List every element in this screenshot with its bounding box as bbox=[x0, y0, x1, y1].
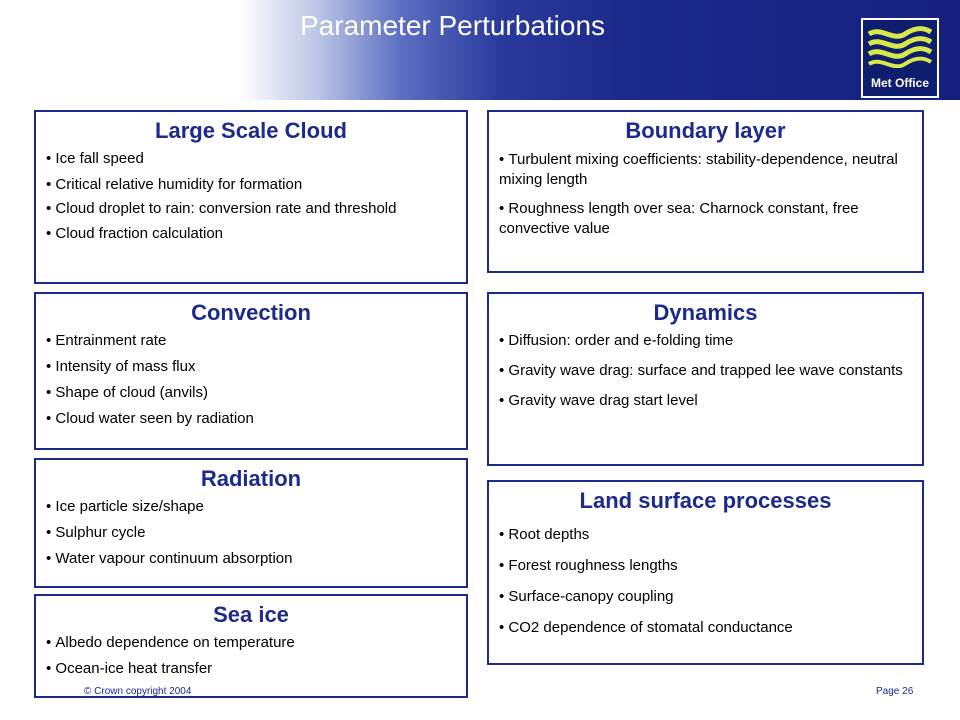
panel-heading: Radiation bbox=[200, 466, 302, 491]
met-office-logo: Met Office bbox=[861, 18, 939, 98]
list-item: Forest roughness lengths bbox=[499, 557, 912, 574]
list-item: CO2 dependence of stomatal conductance bbox=[499, 619, 912, 636]
list-item: Gravity wave drag start level bbox=[499, 392, 912, 409]
list-item: Entrainment rate bbox=[46, 332, 456, 349]
list-item: Turbulent mixing coefficients: stability… bbox=[499, 150, 912, 190]
page-number: Page 26 bbox=[876, 686, 914, 697]
logo-text: Met Office bbox=[870, 76, 929, 90]
list-item: Cloud fraction calculation bbox=[46, 225, 456, 242]
list-item: Root depths bbox=[499, 526, 912, 543]
list-item: Ice fall speed bbox=[46, 150, 456, 167]
list-item: Critical relative humidity for formation bbox=[46, 176, 456, 193]
list-item: Intensity of mass flux bbox=[46, 358, 456, 375]
list-item: Albedo dependence on temperature bbox=[46, 634, 456, 651]
list-item: Cloud droplet to rain: conversion rate a… bbox=[46, 201, 456, 216]
header-banner: Parameter Perturbations Met Office bbox=[0, 0, 960, 100]
panel-sea-ice: Sea ice Albedo dependence on temperature… bbox=[34, 594, 468, 698]
list-item: Water vapour continuum absorption bbox=[46, 550, 456, 567]
panel-radiation: Radiation Ice particle size/shape Sulphu… bbox=[34, 458, 468, 588]
panel-heading: Sea ice bbox=[213, 602, 289, 627]
list-item: Gravity wave drag: surface and trapped l… bbox=[499, 362, 912, 380]
list-item: Surface-canopy coupling bbox=[499, 588, 912, 605]
panel-boundary-layer: Boundary layer Turbulent mixing coeffici… bbox=[487, 110, 924, 273]
slide-title: Parameter Perturbations bbox=[300, 10, 606, 41]
list-item: Cloud water seen by radiation bbox=[46, 410, 456, 427]
list-item: Ice particle size/shape bbox=[46, 498, 456, 515]
panel-heading: Boundary layer bbox=[625, 118, 786, 143]
panel-heading: Large Scale Cloud bbox=[155, 118, 347, 143]
list-item: Sulphur cycle bbox=[46, 524, 456, 541]
panel-heading: Dynamics bbox=[653, 300, 758, 325]
panel-convection: Convection Entrainment rate Intensity of… bbox=[34, 292, 468, 450]
copyright-footer: © Crown copyright 2004 bbox=[84, 686, 192, 697]
panel-heading: Convection bbox=[191, 300, 311, 325]
list-item: Roughness length over sea: Charnock cons… bbox=[499, 199, 912, 239]
list-item: Diffusion: order and e-folding time bbox=[499, 332, 912, 349]
list-item: Ocean-ice heat transfer bbox=[46, 660, 456, 677]
panel-land-surface-processes: Land surface processes Root depths Fores… bbox=[487, 480, 924, 665]
panel-heading: Land surface processes bbox=[579, 488, 832, 513]
list-item: Shape of cloud (anvils) bbox=[46, 384, 456, 401]
panel-large-scale-cloud: Large Scale Cloud Ice fall speed Critica… bbox=[34, 110, 468, 284]
panel-dynamics: Dynamics Diffusion: order and e-folding … bbox=[487, 292, 924, 466]
waves-icon bbox=[867, 26, 933, 68]
